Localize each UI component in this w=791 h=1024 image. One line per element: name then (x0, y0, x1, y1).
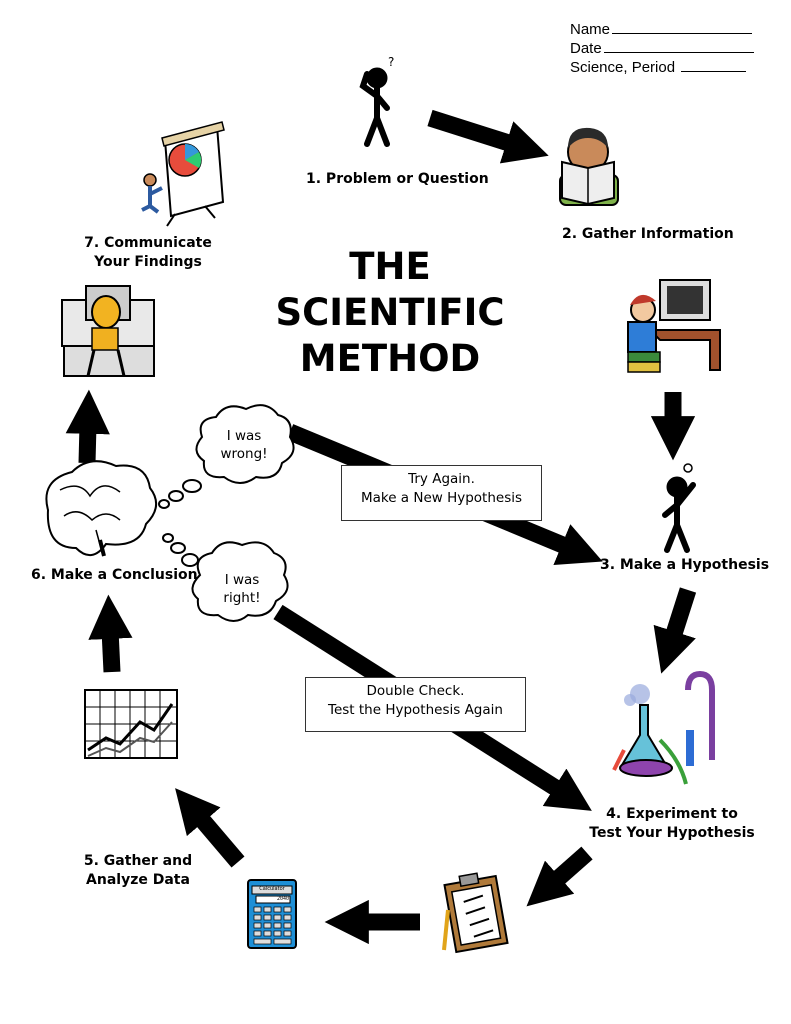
step-4-label-line-2: Test Your Hypothesis (589, 825, 755, 841)
double-check-line-1: Double Check. (366, 683, 465, 699)
arrow-5-to-graph (175, 788, 245, 868)
step-1-label: 1. Problem or Question (306, 171, 489, 187)
presentation-easel-icon (141, 121, 225, 227)
line-graph-icon (84, 689, 178, 759)
name-field: Name (570, 19, 753, 39)
arrow-graph-to-6 (88, 594, 133, 673)
lab-equipment-icon (612, 670, 715, 785)
step-5-label-line-2: Analyze Data (86, 872, 190, 888)
step-4-label-line-1: 4. Experiment to (606, 806, 738, 822)
calculator-icon (247, 879, 297, 949)
try-again-line-1: Try Again. (408, 471, 475, 487)
title-line-3: METHOD (299, 337, 481, 380)
thought-wrong-line-1: I was (226, 428, 262, 444)
step-6-label: 6. Make a Conclusion (31, 567, 198, 583)
calculator-display-text: 2040 (276, 896, 289, 902)
clipboard-icon (442, 872, 509, 954)
calculator-brand-text: Calculator (259, 886, 285, 892)
step-7-label-line-1: 7. Communicate (84, 235, 212, 251)
thought-right-line-2: right! (223, 590, 261, 606)
date-field: Date (570, 38, 754, 58)
title-line-1: THE (349, 245, 431, 288)
double-check-box: Double Check. Test the Hypothesis Again (305, 677, 526, 732)
arrow-3-to-4 (653, 587, 697, 674)
arrow-6-to-7 (65, 389, 110, 464)
page-title: THE SCIENTIFIC METHOD (250, 244, 530, 382)
step-4-label: 4. Experiment to Test Your Hypothesis (577, 805, 767, 843)
period-label: Science, Period (570, 59, 676, 76)
office-worker-icon (61, 285, 155, 377)
thought-bubble-right (162, 533, 289, 622)
try-again-line-2: Make a New Hypothesis (360, 490, 523, 506)
arrow-1-to-2 (427, 109, 549, 164)
reading-boy-icon (559, 127, 619, 206)
step-5-label: 5. Gather and Analyze Data (78, 852, 198, 890)
title-line-2: SCIENTIFIC (275, 291, 505, 334)
thought-bubble-wrong (158, 404, 295, 509)
thought-wrong-text: I was wrong! (206, 427, 282, 463)
date-label: Date (570, 40, 602, 57)
step-2-label: 2. Gather Information (562, 226, 734, 242)
thought-wrong-line-2: wrong! (220, 446, 268, 462)
computer-user-icon (627, 279, 721, 373)
double-check-line-2: Test the Hypothesis Again (328, 702, 503, 718)
step-7-label-line-2: Your Findings (94, 254, 202, 270)
arrow-4-to-clipboard (526, 846, 593, 907)
confused-stick-figure-icon: ? (359, 55, 394, 147)
step-5-label-line-1: 5. Gather and (83, 853, 193, 869)
idea-stick-figure-icon (662, 463, 696, 553)
try-again-box: Try Again. Make a New Hypothesis (341, 465, 542, 521)
step-7-label: 7. Communicate Your Findings (78, 234, 218, 272)
name-label: Name (570, 21, 611, 38)
svg-text:?: ? (388, 55, 394, 69)
period-field: Science, Period (570, 57, 747, 77)
thought-right-line-1: I was (224, 572, 260, 588)
brain-icon (45, 460, 157, 557)
step-3-label: 3. Make a Hypothesis (600, 557, 770, 573)
thought-right-text: I was right! (204, 571, 280, 607)
